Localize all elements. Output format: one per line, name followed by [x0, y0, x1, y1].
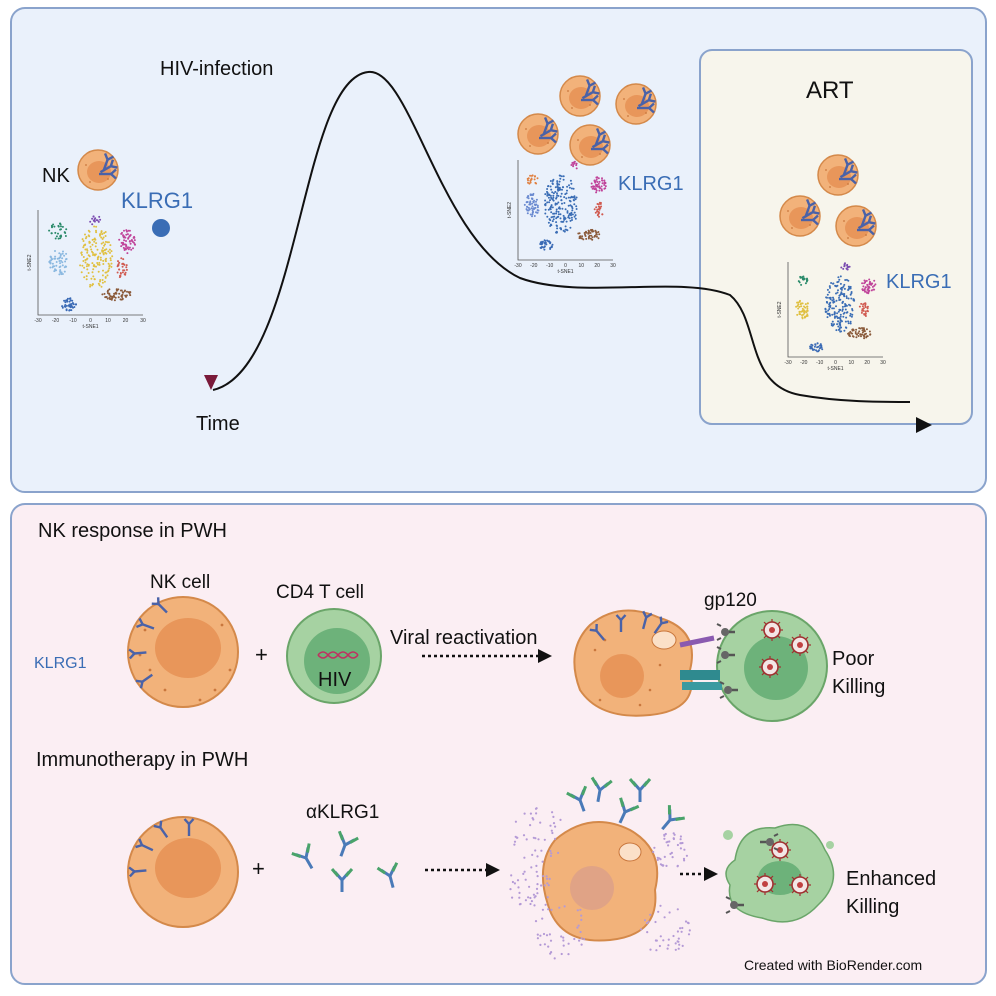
svg-text:t-SNE2: t-SNE2 [27, 254, 33, 270]
klrg1-label-art: KLRG1 [886, 271, 952, 293]
tsne-plot-peak: -30 -20 -10 0 10 20 30 t-SNE1 t-SNE2 [507, 160, 616, 275]
svg-text:-10: -10 [546, 263, 553, 269]
svg-text:-20: -20 [800, 360, 807, 366]
lysed-t-cell [723, 823, 835, 923]
plus-sign-2: + [252, 856, 265, 881]
synapse-nk-cell [573, 609, 693, 717]
reactivation-arrowhead [538, 649, 552, 663]
poor-label: Poor [832, 648, 875, 670]
hiv-label: HIV [318, 669, 352, 691]
response-title: NK response in PWH [38, 520, 227, 542]
aklrg1-label: αKLRG1 [306, 802, 379, 823]
svg-text:-10: -10 [816, 360, 823, 366]
svg-text:20: 20 [864, 360, 870, 366]
klrg1-label-peak: KLRG1 [618, 173, 684, 195]
klrg1-dot [152, 219, 170, 237]
nk-cell-early [78, 150, 118, 190]
svg-text:0: 0 [834, 360, 837, 366]
immuno-title: Immunotherapy in PWH [36, 749, 248, 771]
nk-cell-peak-4 [570, 125, 610, 165]
nk-cell-large-2 [127, 816, 239, 928]
svg-text:-20: -20 [52, 318, 59, 324]
nk-label: NK [42, 165, 70, 187]
biorender-credit: Created with BioRender.com [744, 957, 922, 973]
klrg1-receptor-label: KLRG1 [34, 655, 87, 672]
svg-text:-10: -10 [69, 318, 76, 324]
cd4-t-cell [286, 608, 382, 704]
svg-text:10: 10 [105, 318, 111, 324]
nk-cell-label: NK cell [150, 572, 210, 593]
svg-text:0: 0 [89, 318, 92, 324]
nk-cell-art-2 [780, 196, 820, 236]
art-label: ART [806, 77, 854, 104]
enhanced-killing-label: Killing [846, 896, 899, 918]
svg-text:t-SNE1: t-SNE1 [827, 366, 843, 372]
killing-arrowhead [704, 867, 718, 881]
plus-sign-1: + [255, 642, 268, 667]
enhanced-label: Enhanced [846, 868, 936, 890]
svg-text:t-SNE1: t-SNE1 [82, 324, 98, 330]
time-label: Time [196, 413, 240, 435]
svg-text:30: 30 [140, 318, 146, 324]
cytokine-cloud [509, 807, 691, 960]
svg-text:10: 10 [849, 360, 855, 366]
svg-text:t-SNE1: t-SNE1 [557, 269, 573, 275]
hiv-arrowhead [204, 375, 218, 390]
synapse-bindings [679, 622, 740, 700]
hiv-infection-label: HIV-infection [160, 58, 273, 80]
poor-killing-label: Killing [832, 676, 885, 698]
svg-text:30: 30 [880, 360, 886, 366]
svg-text:20: 20 [594, 263, 600, 269]
activated-nk-cell [541, 775, 687, 942]
svg-text:30: 30 [610, 263, 616, 269]
viral-load-curve [212, 70, 911, 403]
svg-text:t-SNE2: t-SNE2 [507, 202, 513, 218]
svg-text:0: 0 [564, 263, 567, 269]
nk-cell-art-1 [818, 155, 858, 195]
tsne-plot-early: -30 -20 -10 0 10 20 30 t-SNE1 t-SNE2 [27, 210, 146, 330]
gp120-label: gp120 [704, 590, 757, 611]
svg-text:t-SNE2: t-SNE2 [777, 301, 783, 317]
synapse-t-cell [716, 610, 828, 722]
svg-text:-30: -30 [514, 263, 521, 269]
svg-text:-30: -30 [784, 360, 791, 366]
cd4-label: CD4 T cell [276, 582, 364, 603]
klrg1-label-early: KLRG1 [121, 188, 193, 213]
nk-cell-peak-2 [560, 76, 600, 116]
svg-text:20: 20 [123, 318, 129, 324]
svg-text:-30: -30 [34, 318, 41, 324]
tsne-plot-art: -30 -20 -10 0 10 20 30 t-SNE1 t-SNE2 [777, 262, 886, 372]
nk-cell-art-3 [836, 206, 876, 246]
nk-cell-large-1 [127, 596, 239, 708]
nk-cell-peak-3 [616, 84, 656, 124]
therapy-arrowhead [486, 863, 500, 877]
svg-text:10: 10 [579, 263, 585, 269]
time-arrowhead [916, 417, 932, 433]
svg-text:-20: -20 [530, 263, 537, 269]
nk-cell-peak-1 [518, 114, 558, 154]
viral-reactivation-label: Viral reactivation [390, 627, 537, 649]
